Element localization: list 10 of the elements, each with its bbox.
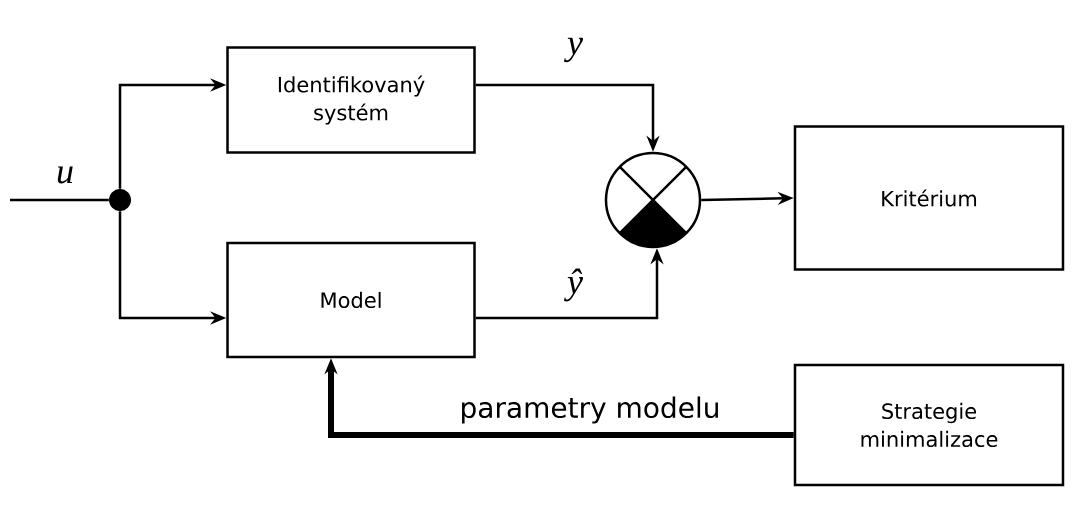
edge-label: u <box>57 166 73 184</box>
process-box: Identifikovaný systém <box>226 46 476 154</box>
branch-dot <box>109 189 131 211</box>
process-box: Kritérium <box>793 125 1065 271</box>
summing-junction <box>604 151 702 249</box>
process-box: Model <box>226 241 476 359</box>
edge-label: parametry modelu <box>462 396 718 424</box>
edge-label: ŷ <box>564 268 583 302</box>
process-box: Strategie minimalizace <box>793 363 1065 487</box>
edge-label: y <box>564 37 583 63</box>
